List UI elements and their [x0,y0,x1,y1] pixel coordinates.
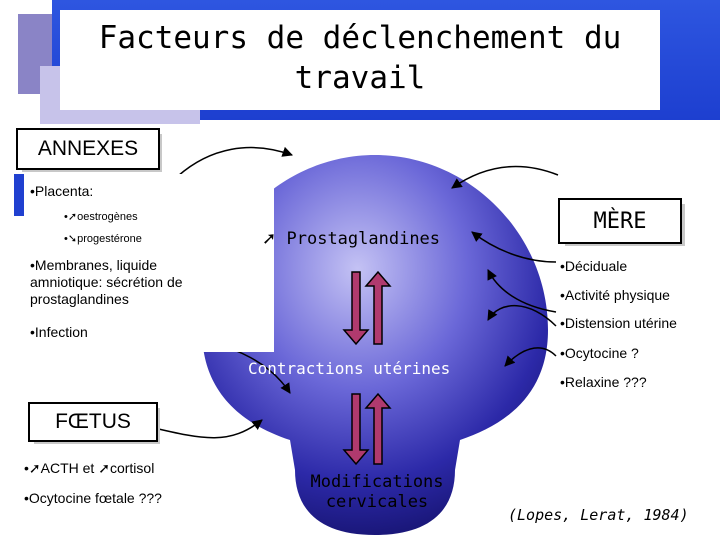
arrow-ocytocine [504,347,557,367]
acth-bullet: • [24,460,29,476]
arrow-activite [487,269,557,313]
mere-item-deciduale: •Déciduale [560,258,628,274]
oestrogenes-bullet: • [64,211,68,223]
arrow-fetus [149,419,263,439]
increase-arrow-icon: ➚ [67,210,78,223]
uterus-shape [202,155,548,535]
decrease-arrow-icon: ➘ [67,232,78,245]
arrow-prosta-down [342,271,370,346]
mere-item-relaxine: •Relaxine ??? [560,374,647,390]
mere-item-ocytocine: •Ocytocine ? [560,345,639,361]
annexes-box: ANNEXES [16,128,160,170]
mere-box: MÈRE [558,198,682,244]
annexes-accent-bar [14,174,24,216]
mere-item-activite: •Activité physique [560,287,670,303]
arrow-annexes-top [177,146,293,177]
modifications-label: Modifications cervicales [310,472,444,512]
ocytocine-foetale-text: •Ocytocine fœtale ??? [24,490,162,506]
increase-arrow-icon: ➚ [262,229,277,249]
oestrogenes-line: •➚oestrogènes [64,210,138,223]
arrow-contractions-up [364,270,392,345]
arrow-contractions-down [342,393,370,466]
arrow-distension [487,305,557,327]
cortisol-text: cortisol [109,460,155,476]
fetus-box: FŒTUS [28,402,158,442]
slide-title: Facteurs de déclenchement du travail [98,20,622,96]
prostaglandines-text: Prostaglandines [286,229,441,249]
acth-text: ACTH et [40,460,99,476]
progesterone-text: progestérone [77,233,142,245]
arrow-mere-top [451,165,559,189]
citation: (Lopes, Lerat, 1984) [508,506,689,524]
progesterone-bullet: • [64,233,68,245]
progesterone-line: •➘progestérone [64,232,142,245]
membranes-text: •Membranes, liquide amniotique: sécrétio… [30,257,183,307]
prostaglandines-label: ➚ Prostaglandines [262,229,440,249]
infection-text: •Infection [30,324,88,340]
annexes-panel [14,174,274,352]
arrow-deciduale [471,231,557,263]
increase-arrow-icon: ➚ [28,461,41,477]
placenta-label: •Placenta: [30,183,94,199]
title-panel [60,10,660,110]
oestrogenes-text: oestrogènes [77,211,138,223]
increase-arrow-icon: ➚ [98,461,110,477]
acth-line: •➚ACTH et ➚cortisol [24,460,154,478]
mere-item-distension: •Distension utérine [560,315,677,331]
contractions-label: Contractions utérines [248,359,451,378]
arrow-modifications-up [364,392,392,465]
